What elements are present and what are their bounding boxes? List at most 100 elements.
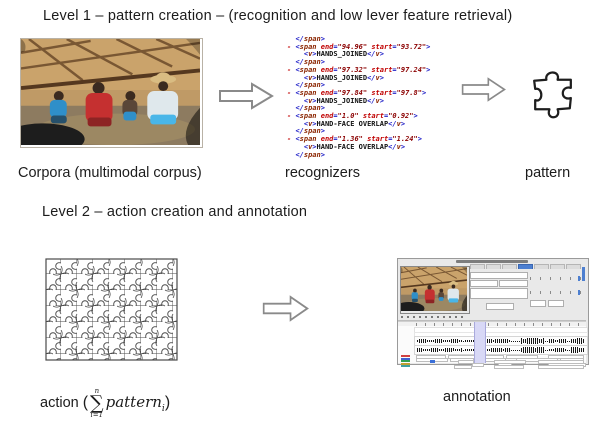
ui-fragment — [401, 316, 403, 318]
ui-fragment — [545, 340, 546, 342]
ui-fragment — [433, 348, 434, 352]
ui-fragment — [473, 339, 474, 343]
annotation-segment — [458, 360, 474, 365]
ui-fragment — [425, 323, 426, 326]
ui-fragment — [557, 348, 558, 352]
ui-fragment — [447, 339, 448, 343]
arrow-right-icon — [461, 77, 506, 102]
tab — [566, 264, 581, 269]
ui-fragment — [511, 340, 512, 342]
ui-fragment — [417, 348, 418, 352]
ui-fragment — [523, 347, 524, 353]
pattern-label: pattern — [525, 165, 571, 181]
ui-fragment — [443, 323, 444, 326]
ui-fragment — [515, 349, 516, 351]
ui-fragment — [427, 339, 428, 343]
ui-fragment — [578, 290, 580, 295]
ui-fragment — [583, 338, 584, 344]
ui-fragment — [429, 348, 430, 352]
ui-fragment — [503, 348, 504, 352]
ui-fragment — [517, 340, 518, 342]
ui-fragment — [499, 347, 500, 353]
ui-fragment — [548, 300, 564, 307]
ui-fragment — [435, 348, 436, 352]
xml-line: <v>HANDS_JOINED</v> — [303, 96, 384, 105]
ui-fragment — [533, 323, 534, 326]
ui-fragment — [571, 347, 572, 353]
ui-fragment — [555, 339, 556, 343]
ui-fragment — [560, 323, 561, 326]
ui-fragment — [573, 347, 574, 353]
ui-fragment — [493, 339, 494, 343]
ui-fragment — [553, 339, 554, 343]
annotation-label: annotation — [443, 389, 511, 405]
ui-fragment — [529, 346, 530, 354]
ui-fragment — [580, 291, 581, 294]
ui-fragment — [543, 338, 544, 344]
ui-fragment — [563, 339, 564, 343]
xml-line: <v>HANDS_JOINED</v> — [303, 50, 384, 59]
ui-fragment — [470, 280, 498, 287]
ui-fragment — [539, 346, 540, 354]
xml-line: <v>HAND-FACE OVERLAP</v> — [303, 142, 406, 151]
open-paren: ( — [82, 394, 89, 411]
xml-line: <v>HANDS_JOINED</v> — [303, 73, 384, 82]
ui-fragment — [569, 340, 570, 342]
ui-fragment — [463, 349, 464, 351]
ui-fragment — [445, 339, 446, 343]
hut-scene-image — [21, 39, 200, 145]
ui-fragment — [443, 339, 444, 343]
ui-fragment — [527, 346, 528, 354]
ui-fragment — [439, 339, 440, 343]
ui-fragment — [470, 323, 471, 326]
ui-fragment — [443, 316, 445, 318]
ui-fragment — [423, 339, 424, 343]
panel-tabs — [470, 264, 584, 270]
ui-fragment — [551, 339, 552, 343]
action-formula: action ( n ∑ i=1 patterni ) — [40, 381, 170, 425]
ui-fragment — [503, 338, 504, 344]
ui-fragment — [449, 339, 450, 343]
ui-fragment — [547, 340, 548, 342]
ui-fragment — [557, 339, 558, 343]
annotation-tool-window — [397, 258, 589, 370]
arrow-right-icon — [218, 82, 274, 110]
ui-fragment — [433, 339, 434, 343]
summation-symbol: n ∑ i=1 — [90, 386, 104, 419]
ui-fragment — [578, 276, 580, 281]
ui-fragment — [445, 348, 446, 352]
timeline-viewer — [398, 321, 588, 370]
ui-fragment — [570, 291, 571, 294]
ui-fragment — [543, 346, 544, 354]
ui-fragment — [505, 339, 506, 343]
ui-fragment — [491, 339, 492, 343]
ui-fragment — [471, 339, 472, 343]
ui-fragment — [549, 348, 550, 352]
ui-fragment — [569, 349, 570, 351]
annotation-segment — [454, 365, 472, 370]
ui-fragment — [541, 346, 542, 354]
ui-fragment — [486, 303, 514, 310]
ui-fragment — [489, 338, 490, 343]
ui-fragment — [495, 347, 496, 353]
ui-fragment — [441, 339, 442, 343]
ui-fragment — [578, 323, 579, 326]
ui-fragment — [581, 348, 582, 352]
ui-fragment — [495, 339, 496, 343]
ui-fragment — [461, 316, 463, 318]
ui-fragment — [401, 360, 410, 363]
ui-fragment — [533, 347, 534, 353]
annotation-segment — [516, 357, 558, 362]
sum-upper-limit: n — [94, 386, 100, 395]
corpus-label: Corpora (multimodal corpus) — [18, 165, 202, 181]
ui-fragment — [509, 347, 510, 353]
ui-fragment — [530, 300, 546, 307]
tab — [502, 264, 517, 269]
xml-line: - <span end="1.36" start="1.24"> — [287, 135, 422, 144]
ui-fragment — [487, 348, 488, 352]
ui-fragment — [499, 280, 528, 287]
ui-fragment — [401, 365, 410, 368]
playback-controls — [401, 315, 467, 319]
ui-fragment — [429, 339, 430, 343]
ui-fragment — [423, 348, 424, 352]
